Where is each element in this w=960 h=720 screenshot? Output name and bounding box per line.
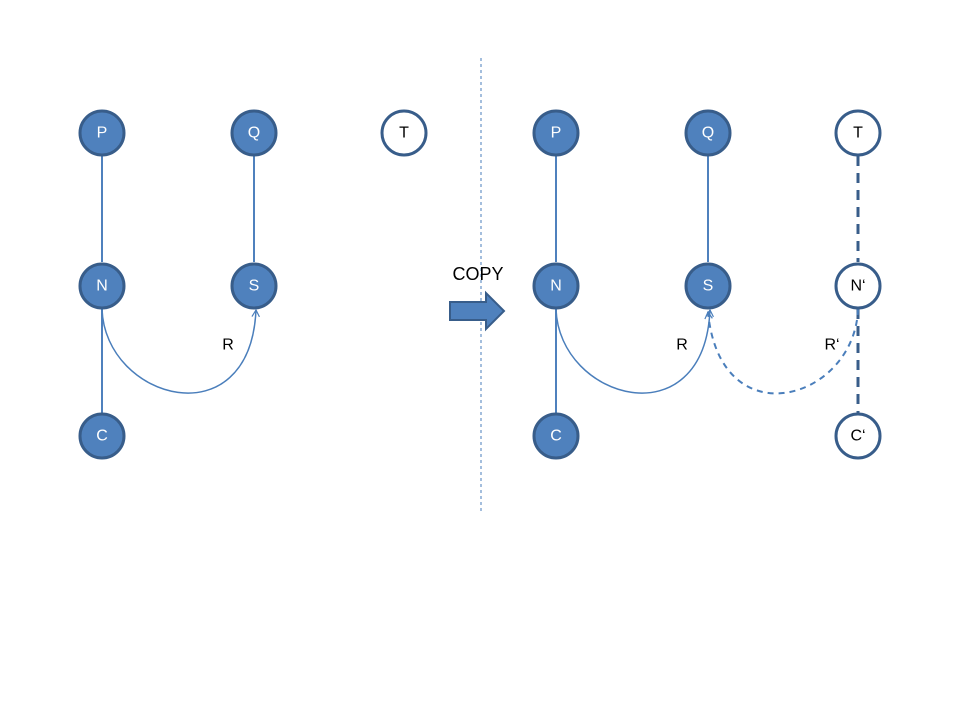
left-node-t-label: T <box>399 125 409 142</box>
right-node-c: C <box>532 412 580 460</box>
left-node-n-label: N <box>96 278 108 295</box>
right-relation-rprime-label: R‘ <box>824 337 839 354</box>
right-node-q-label: Q <box>702 125 714 142</box>
left-node-q: Q <box>230 109 278 157</box>
right-node-t-label: T <box>853 125 863 142</box>
right-node-p-label: P <box>551 125 562 142</box>
left-panel: R P Q T N S C <box>78 109 428 460</box>
right-panel: R R‘ P Q T N S N‘ C <box>532 109 882 460</box>
right-node-s: S <box>684 262 732 310</box>
right-node-t: T <box>834 109 882 157</box>
copy-arrow-icon <box>449 290 506 332</box>
left-node-q-label: Q <box>248 125 260 142</box>
right-node-p: P <box>532 109 580 157</box>
left-node-c: C <box>78 412 126 460</box>
right-node-c-prime-label: C‘ <box>850 428 865 445</box>
right-node-c-label: C <box>550 428 562 445</box>
right-relation-r-label: R <box>676 337 688 354</box>
copy-operation: COPY <box>449 264 506 332</box>
right-node-n: N <box>532 262 580 310</box>
right-node-c-prime: C‘ <box>834 412 882 460</box>
right-relation-rprime-arc <box>704 308 859 395</box>
left-relation-r-arc <box>101 308 260 394</box>
left-node-p: P <box>78 109 126 157</box>
right-node-q: Q <box>684 109 732 157</box>
right-relation-r-arc <box>555 308 714 394</box>
left-node-s-label: S <box>249 278 260 295</box>
left-node-c-label: C <box>96 428 108 445</box>
left-node-p-label: P <box>97 125 108 142</box>
left-node-n: N <box>78 262 126 310</box>
right-node-s-label: S <box>703 278 714 295</box>
copy-label: COPY <box>452 264 503 284</box>
right-node-n-prime-label: N‘ <box>850 278 865 295</box>
left-node-s: S <box>230 262 278 310</box>
right-node-n-prime: N‘ <box>834 262 882 310</box>
right-node-n-label: N <box>550 278 562 295</box>
left-relation-r-label: R <box>222 337 234 354</box>
left-node-t: T <box>380 109 428 157</box>
